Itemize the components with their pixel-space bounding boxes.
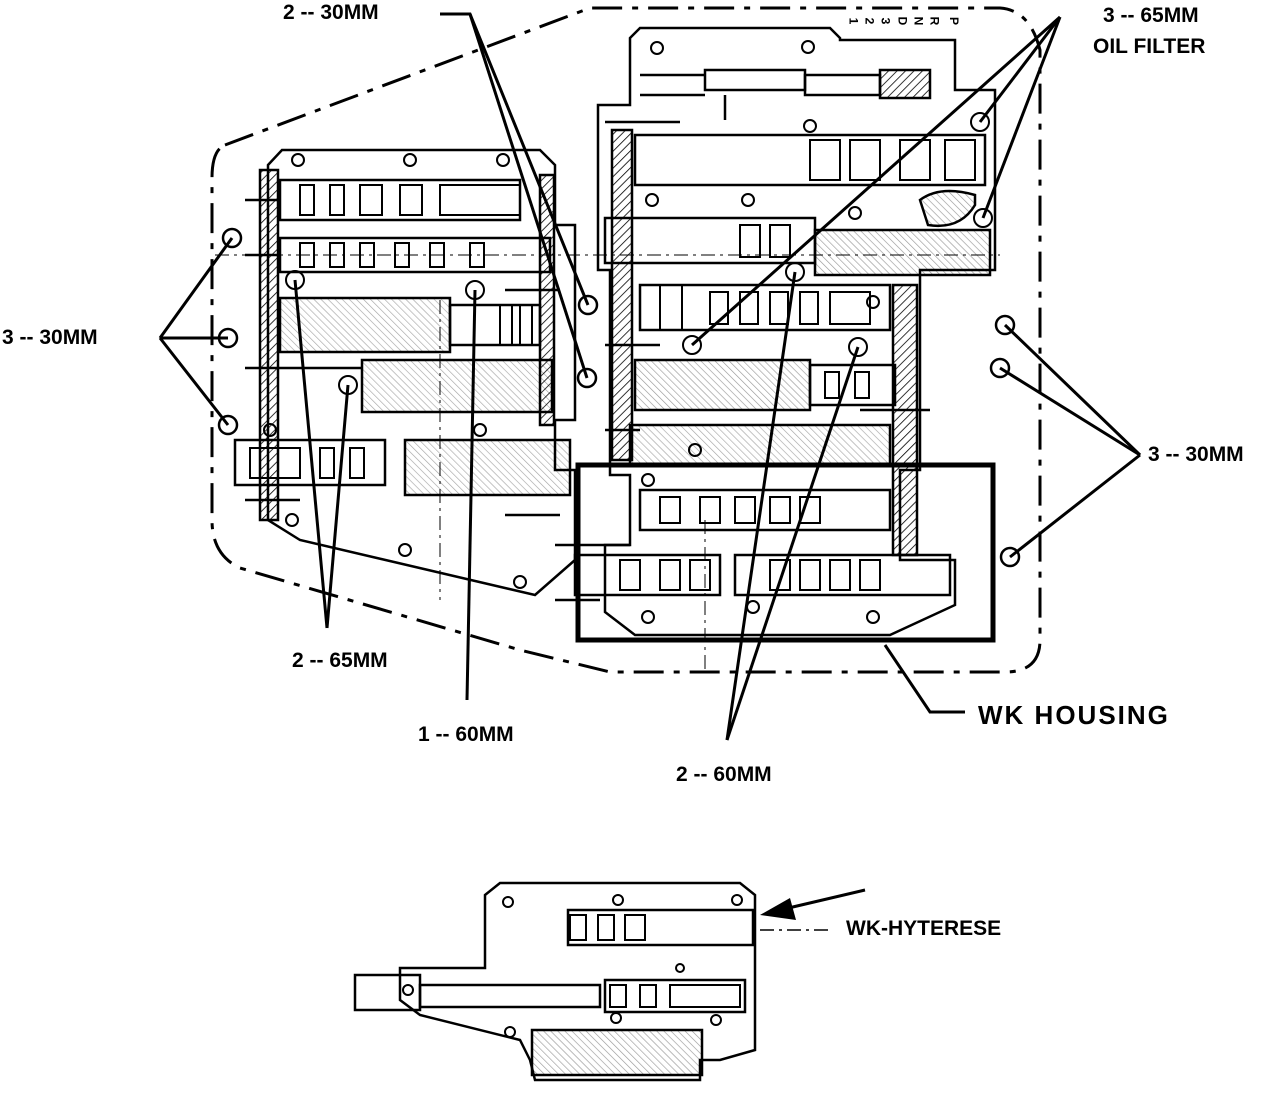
- reference-lines: [215, 254, 1000, 670]
- label-wk-housing: WK HOUSING: [978, 700, 1170, 730]
- selector-n: N: [911, 16, 926, 26]
- label-right-3-30mm: 3 -- 30MM: [1148, 443, 1244, 466]
- left-30mm-holes: [217, 227, 243, 436]
- selector-d: D: [895, 16, 910, 26]
- selector-1: 1: [846, 17, 861, 25]
- selector-2: 2: [862, 17, 877, 25]
- label-top-2-30mm: 2 -- 30MM: [283, 1, 379, 24]
- wk-housing-outline: [575, 462, 996, 643]
- mid-30mm-holes: [576, 294, 599, 389]
- label-2-65mm: 2 -- 65MM: [292, 649, 388, 672]
- label-left-3-30mm: 3 -- 30MM: [2, 326, 98, 349]
- wk-hyterese-valve-body: [353, 881, 757, 1082]
- selector-3: 3: [878, 17, 893, 25]
- label-3-65mm: 3 -- 65MM: [1103, 4, 1199, 27]
- label-wk-hyterese: WK-HYTERESE: [846, 917, 1002, 940]
- right-valve-body: [555, 26, 997, 637]
- selector-markings: P R N D 3 2 1: [838, 12, 968, 34]
- gasket-outline: [210, 6, 1042, 674]
- left-valve-body: [233, 148, 577, 597]
- label-2-60mm: 2 -- 60MM: [676, 763, 772, 786]
- right-30mm-holes: [989, 314, 1021, 568]
- label-1-60mm: 1 -- 60MM: [418, 723, 514, 746]
- wk-hyterese-arrow: [760, 888, 866, 931]
- label-oil-filter: OIL FILTER: [1093, 35, 1206, 58]
- selector-p: P: [947, 16, 962, 26]
- leader-lines: [158, 12, 1142, 741]
- selector-r: R: [927, 16, 942, 26]
